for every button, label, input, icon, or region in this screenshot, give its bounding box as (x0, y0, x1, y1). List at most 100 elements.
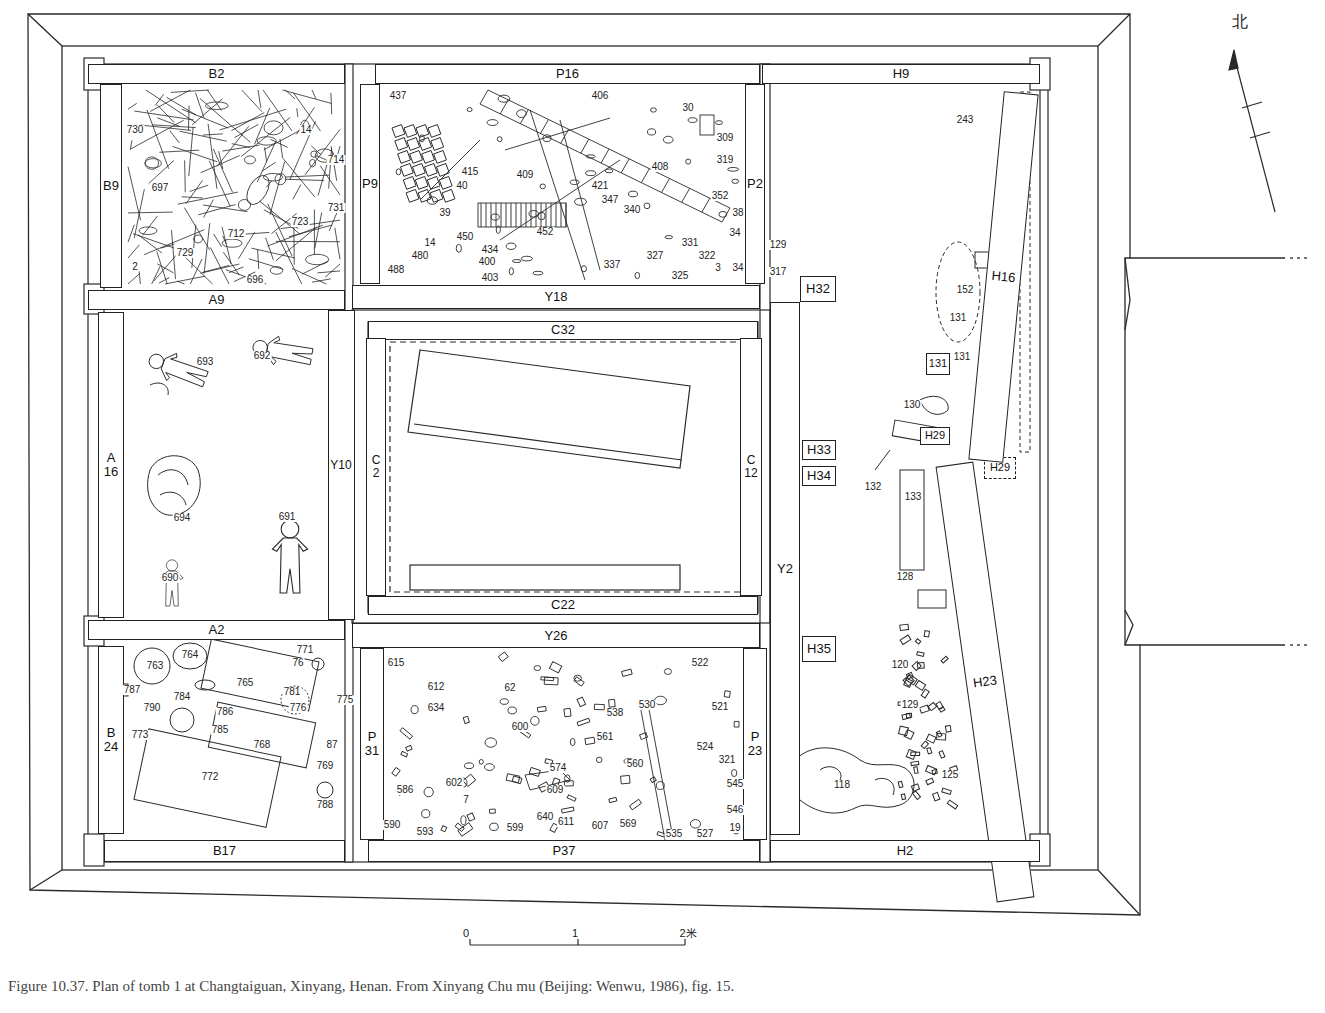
plank-code: Y10 (330, 459, 351, 472)
callout-number: 730 (126, 125, 145, 135)
callout-number: 764 (181, 650, 200, 660)
plank-code: B9 (103, 179, 119, 193)
callout-number: 771 (296, 645, 315, 655)
callout-number: 7 (462, 795, 470, 805)
plank-label: P2 (745, 84, 765, 284)
callout-number: 62 (503, 683, 516, 693)
callout-number: 569 (619, 819, 638, 829)
callout-number: 775 (336, 695, 355, 705)
plank-code: C 12 (741, 454, 761, 479)
callout-number: 452 (536, 227, 555, 237)
callout-number: 697 (151, 183, 170, 193)
callout-number: 406 (591, 91, 610, 101)
callout-number: 535 (665, 829, 684, 839)
plank-code: C 2 (367, 454, 385, 479)
callout-number: 40 (455, 181, 468, 191)
callout-number: 693 (196, 357, 215, 367)
callout-number: 788 (316, 800, 335, 810)
callout-number: 521 (711, 702, 730, 712)
plank-code: B17 (213, 844, 236, 858)
callout-number: 602 (445, 778, 464, 788)
callout-number: 118 (833, 780, 851, 790)
callout-number: 785 (211, 725, 230, 735)
plank-label: C22 (368, 596, 758, 615)
callout-number: 590 (383, 820, 402, 830)
plank-label: H2 (770, 840, 1040, 862)
timber-frame (84, 58, 1050, 866)
callout-number: 723 (291, 217, 310, 227)
plank-label: H35 (802, 636, 836, 662)
plank-label: H9 (762, 64, 1040, 84)
callout-number: 731 (327, 203, 346, 213)
callout-number: 14 (299, 125, 312, 135)
plank-code: H29 (925, 430, 945, 442)
plank-label: H33 (802, 440, 836, 460)
callout-number: 19 (728, 823, 741, 833)
callout-number: 586 (396, 785, 415, 795)
plank-label: B9 (100, 84, 122, 288)
wooden-figures (145, 332, 314, 606)
tomb-outline (28, 14, 1307, 915)
callout-number: 129 (769, 240, 788, 250)
plank-label: B17 (104, 840, 345, 862)
callout-number: 30 (681, 103, 694, 113)
callout-number: 131 (953, 352, 972, 362)
callout-number: 434 (481, 245, 500, 255)
callout-number: 437 (389, 91, 408, 101)
plank-code: H16 (990, 269, 1015, 285)
callout-number: 609 (546, 785, 565, 795)
callout-number: 696 (246, 275, 265, 285)
callout-number: 488 (387, 265, 406, 275)
plank-code: P16 (556, 67, 579, 81)
callout-number: 403 (481, 273, 500, 283)
callout-number: 2米 (678, 928, 697, 939)
plank-label: Y2 (770, 302, 800, 835)
callout-number: 322 (698, 251, 717, 261)
callout-number: 309 (716, 133, 735, 143)
callout-number: 691 (278, 512, 297, 522)
callout-number: 北 (1231, 14, 1249, 30)
callout-number: 560 (626, 759, 645, 769)
plank-code: C32 (551, 323, 575, 337)
callout-number: 640 (536, 812, 555, 822)
plank-label: 131 (926, 353, 950, 375)
callout-number: 38 (731, 208, 744, 218)
plank-code: Y18 (544, 290, 567, 304)
callout-number: 712 (227, 229, 246, 239)
callout-number: 546 (726, 805, 745, 815)
callout-number: 729 (176, 248, 195, 258)
callout-number: 76 (291, 658, 304, 668)
callout-number: 765 (236, 678, 255, 688)
plank-code: H29 (990, 462, 1010, 474)
callout-number: 692 (253, 351, 272, 361)
callout-number: 39 (438, 208, 451, 218)
callout-number: 599 (506, 823, 525, 833)
callout-number: 530 (638, 700, 657, 710)
plank-label: A2 (88, 620, 345, 640)
callout-number: 784 (173, 692, 192, 702)
plank-label: A 16 (98, 312, 124, 618)
figure-caption: Figure 10.37. Plan of tomb 1 at Changtai… (8, 978, 1318, 995)
callout-number: 34 (728, 228, 741, 238)
callout-number: 0 (462, 928, 470, 939)
instrument-rack (392, 90, 739, 280)
plank-label: H34 (802, 466, 836, 486)
plank-label: B2 (88, 64, 345, 84)
callout-number: 331 (681, 238, 700, 248)
callout-number: 694 (173, 513, 192, 523)
plank-label: Y26 (352, 623, 760, 648)
callout-number: 612 (427, 682, 446, 692)
callout-number: 415 (461, 167, 480, 177)
callout-number: 409 (516, 170, 535, 180)
callout-number: 319 (716, 155, 735, 165)
callout-number: 787 (123, 685, 142, 695)
grave-goods (392, 652, 739, 840)
plank-label: P 31 (360, 648, 384, 840)
plank-label: C32 (368, 321, 758, 340)
plank-code: B2 (209, 67, 225, 81)
callout-number: 545 (726, 779, 745, 789)
callout-number: 132 (864, 482, 883, 492)
plank-code: 131 (929, 358, 947, 370)
callout-number: 768 (253, 740, 272, 750)
